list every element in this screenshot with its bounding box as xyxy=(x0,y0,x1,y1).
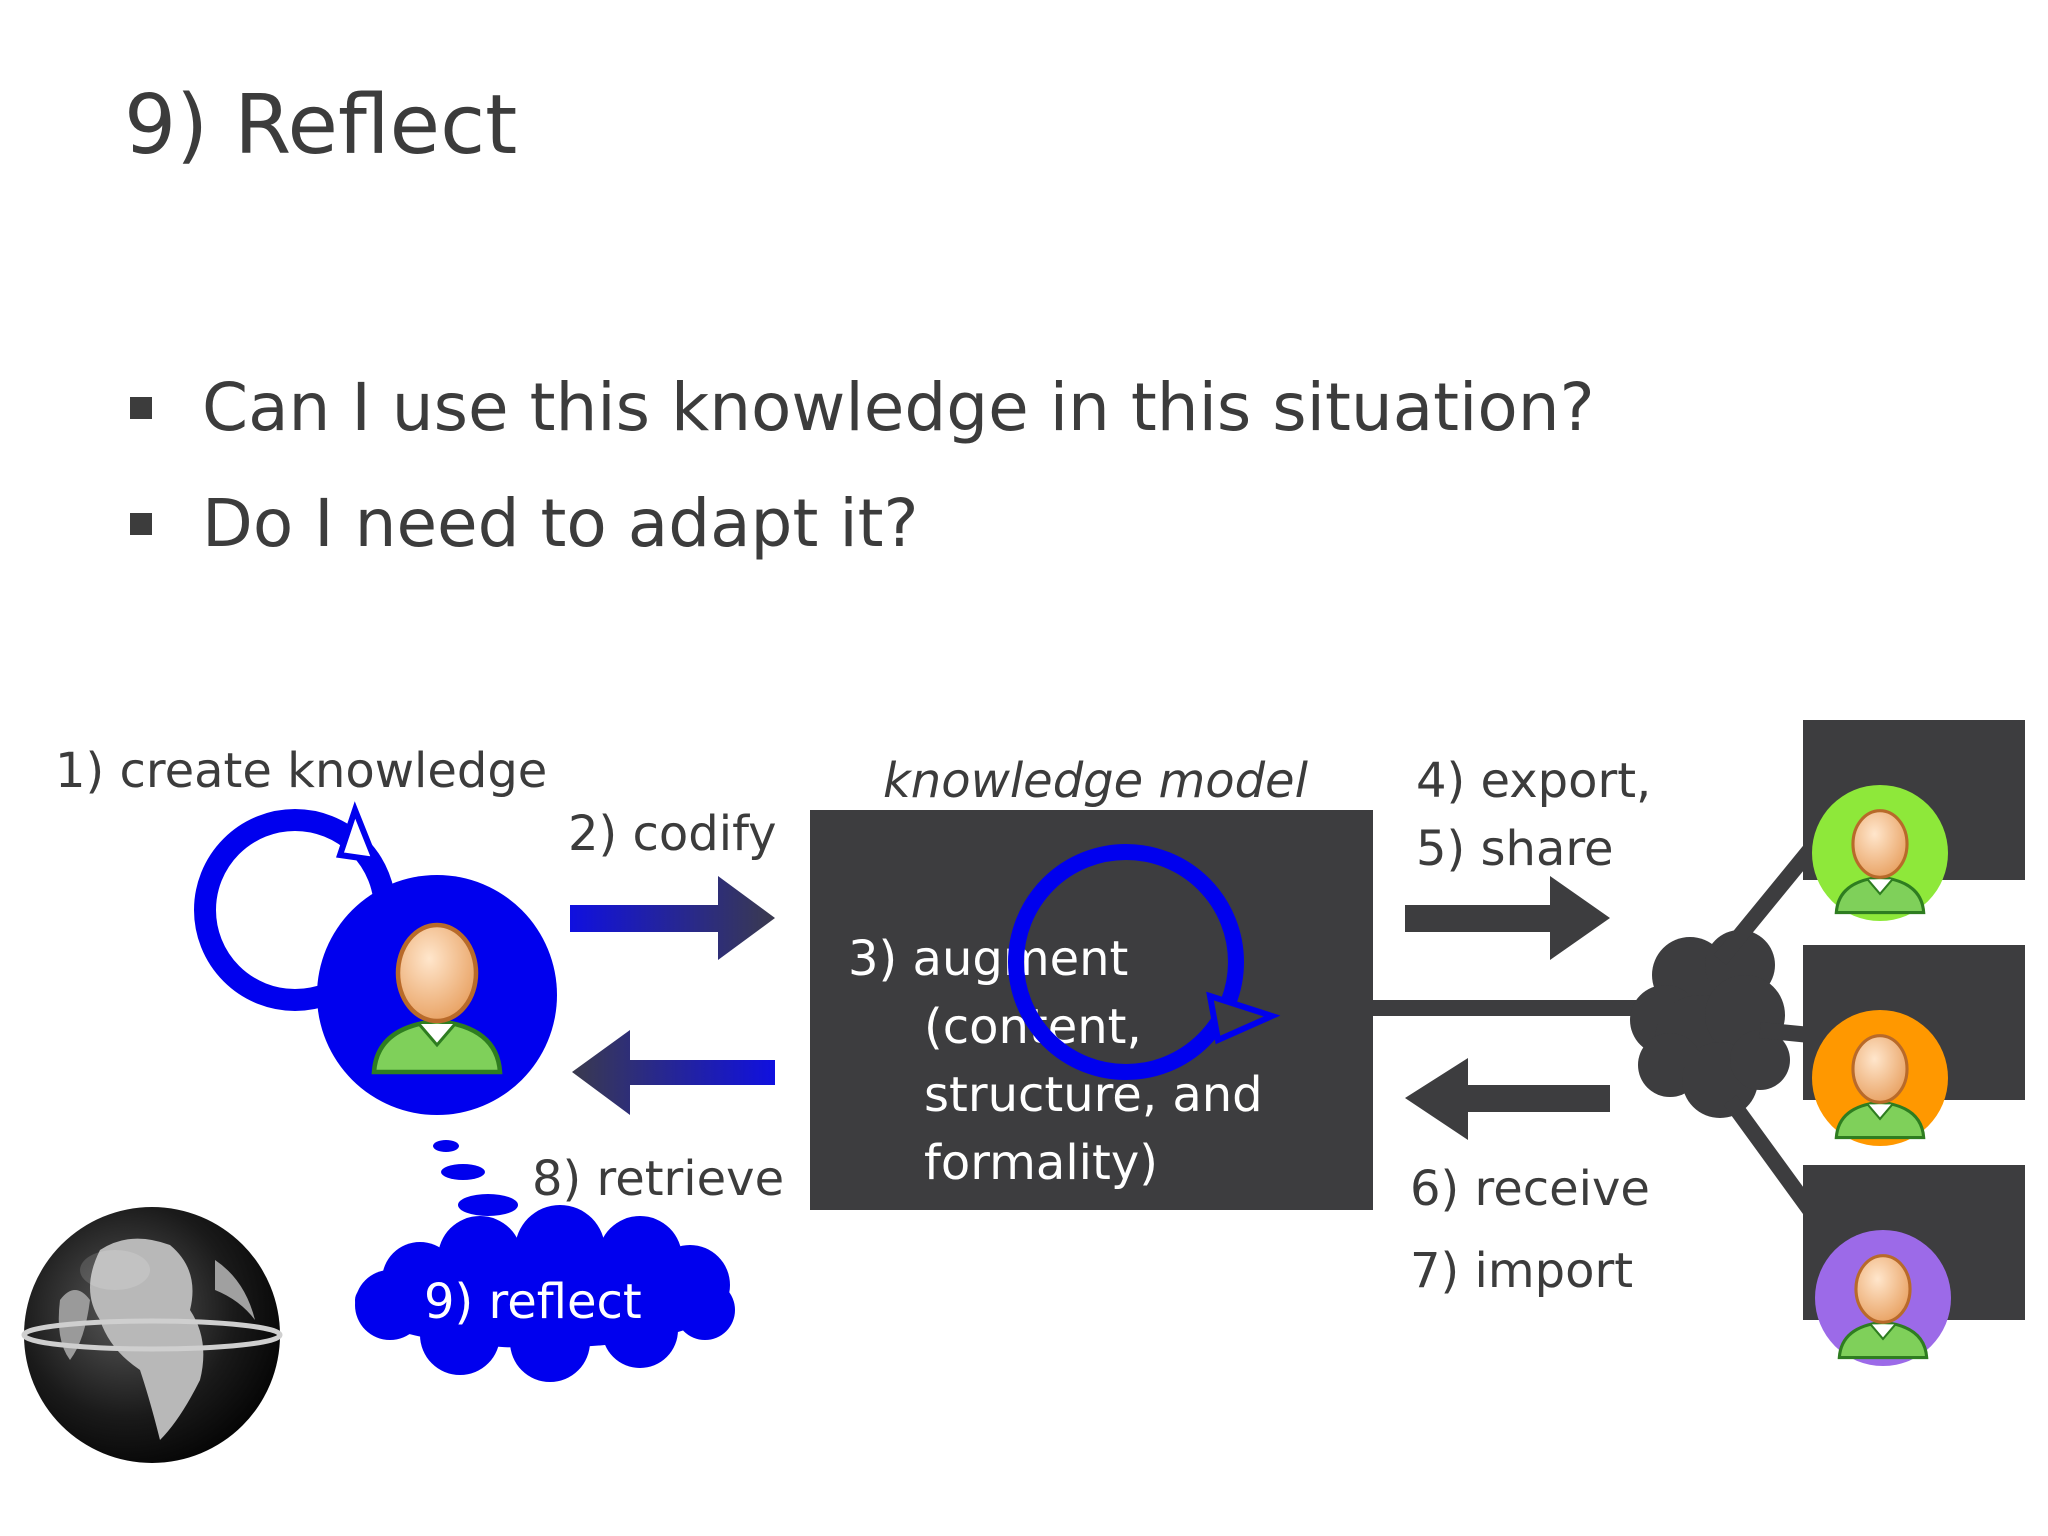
bullet-square-icon xyxy=(130,397,152,419)
bullet-text: Can I use this knowledge in this situati… xyxy=(202,369,1595,446)
loop-arrowhead-icon xyxy=(336,801,380,864)
retrieve-label: 8) retrieve xyxy=(532,1151,784,1207)
peer-link-line xyxy=(1759,1022,1811,1043)
thought-dot-icon xyxy=(433,1140,459,1152)
reflect-cloud-icon xyxy=(355,1205,735,1382)
thought-dot-icon xyxy=(441,1164,485,1180)
augment-line-4: formality) xyxy=(924,1135,1158,1191)
slide-title: 9) Reflect xyxy=(124,78,518,173)
bullet-list: Can I use this knowledge in this situati… xyxy=(130,375,1595,607)
peer-link-line xyxy=(1713,844,1817,966)
bullet-square-icon xyxy=(130,513,152,535)
codify-arrow-icon xyxy=(570,876,775,960)
network-cloud-icon xyxy=(1630,930,1790,1118)
knowledge-model-label: knowledge model xyxy=(883,753,1309,809)
retrieve-arrow-icon xyxy=(572,1030,775,1115)
augment-arrowhead-icon xyxy=(1206,991,1281,1045)
knowledge-model-box xyxy=(810,810,1373,1210)
share-arrow-icon xyxy=(1405,876,1610,960)
receive-label: 6) receive xyxy=(1410,1161,1650,1217)
bullet-item: Can I use this knowledge in this situati… xyxy=(130,375,1595,441)
create-knowledge-label: 1) create knowledge xyxy=(55,743,547,799)
augment-loop-icon xyxy=(1008,844,1244,1080)
share-label: 5) share xyxy=(1416,821,1614,877)
codify-label: 2) codify xyxy=(568,806,777,862)
reflect-label: 9) reflect xyxy=(424,1274,642,1330)
export-label: 4) export, xyxy=(1416,753,1651,809)
augment-line-1: 3) augment xyxy=(848,931,1128,987)
receive-arrow-icon xyxy=(1405,1058,1610,1140)
bullet-item: Do I need to adapt it? xyxy=(130,491,1595,557)
globe-icon xyxy=(21,1207,283,1463)
peer-link-line xyxy=(1723,1095,1817,1215)
import-label: 7) import xyxy=(1410,1243,1633,1299)
network-link-line xyxy=(1373,1000,1653,1016)
thought-dot-icon xyxy=(458,1194,518,1216)
bullet-text: Do I need to adapt it? xyxy=(202,485,919,562)
augment-line-3: structure, and xyxy=(924,1067,1263,1123)
